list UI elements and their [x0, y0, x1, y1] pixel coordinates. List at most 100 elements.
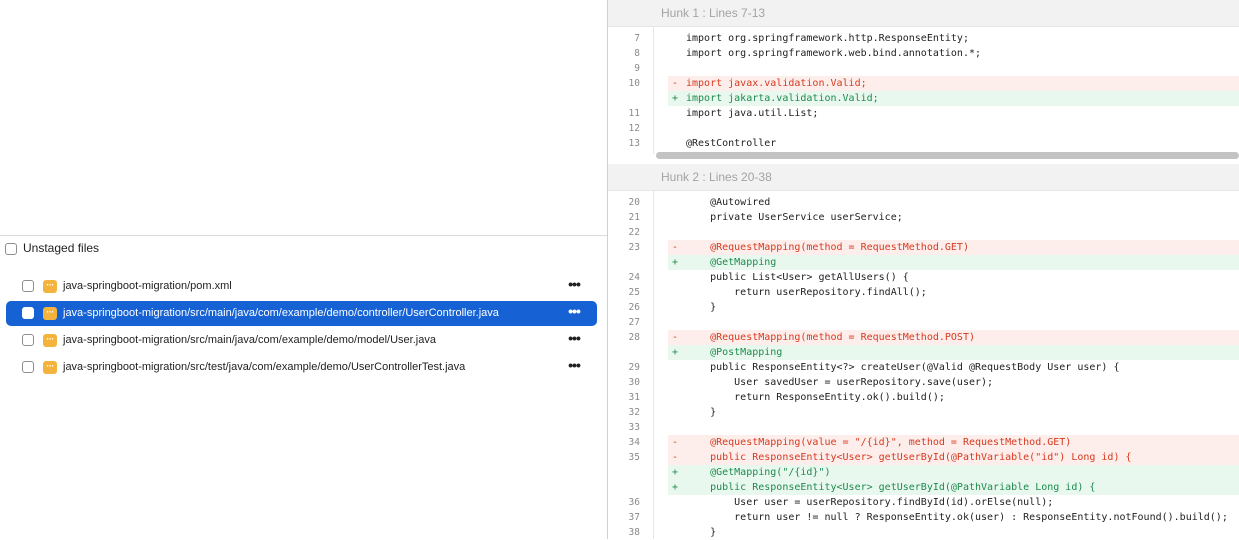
- diff-marker: +: [672, 257, 679, 268]
- hunk-header: Hunk 1 : Lines 7-13: [608, 0, 1239, 27]
- file-path: java-springboot-migration/src/test/java/…: [63, 361, 466, 373]
- file-checkbox[interactable]: [22, 334, 34, 346]
- line-number: 24: [628, 272, 640, 283]
- added-line[interactable]: + @GetMapping("/{id}"): [608, 465, 1239, 480]
- diff-marker: +: [672, 467, 679, 478]
- context-line[interactable]: 20 @Autowired: [608, 195, 1239, 210]
- diff-viewer[interactable]: Hunk 1 : Lines 7-13 7 import org.springfr…: [607, 0, 1239, 539]
- context-line[interactable]: 25 return userRepository.findAll();: [608, 285, 1239, 300]
- code-text: }: [686, 527, 717, 538]
- line-number: 26: [628, 302, 640, 313]
- line-highlight: [668, 345, 1239, 360]
- deleted-line[interactable]: 28- @RequestMapping(method = RequestMeth…: [608, 330, 1239, 345]
- line-number: 28: [628, 332, 640, 343]
- context-line[interactable]: 32 }: [608, 405, 1239, 420]
- code-text: }: [686, 302, 717, 313]
- context-line[interactable]: 8 import org.springframework.web.bind.ann…: [608, 46, 1239, 61]
- line-number: 34: [628, 437, 640, 448]
- code-text: return ResponseEntity.ok().build();: [686, 392, 945, 403]
- scrollbar-thumb[interactable]: [656, 152, 1239, 159]
- line-highlight: [668, 480, 1239, 495]
- code-text: @Autowired: [686, 197, 771, 208]
- line-number: 37: [628, 512, 640, 523]
- code-text: User user = userRepository.findById(id).…: [686, 497, 1054, 508]
- diff-marker: -: [672, 437, 679, 448]
- context-line[interactable]: 29 public ResponseEntity<?> createUser(@…: [608, 360, 1239, 375]
- hunk-body: 7 import org.springframework.http.Respons…: [608, 27, 1239, 154]
- line-number: 27: [628, 317, 640, 328]
- file-row[interactable]: ··· java-springboot-migration/src/test/ja…: [6, 355, 597, 380]
- code-text: @RestController: [686, 138, 777, 149]
- modified-file-icon: ···: [43, 361, 57, 374]
- deleted-line[interactable]: 35- public ResponseEntity<User> getUserB…: [608, 450, 1239, 465]
- line-number: 33: [628, 422, 640, 433]
- file-row[interactable]: ··· java-springboot-migration/src/main/ja…: [6, 328, 597, 353]
- context-line[interactable]: 13@RestController: [608, 136, 1239, 151]
- added-line[interactable]: + @GetMapping: [608, 255, 1239, 270]
- code-text: import org.springframework.http.Response…: [686, 33, 969, 44]
- more-options-icon[interactable]: •••: [568, 276, 581, 292]
- code-text: import javax.validation.Valid;: [686, 78, 867, 89]
- deleted-line[interactable]: 34- @RequestMapping(value = "/{id}", met…: [608, 435, 1239, 450]
- diff-marker: -: [672, 78, 679, 89]
- file-list: ···java-springboot-migration/pom.xml••• ·…: [6, 274, 597, 382]
- context-line[interactable]: 37 return user != null ? ResponseEntity.…: [608, 510, 1239, 525]
- line-number: 7: [634, 33, 640, 44]
- modified-file-icon: ···: [43, 334, 57, 347]
- line-highlight: [668, 240, 1239, 255]
- diff-marker: +: [672, 93, 679, 104]
- context-line[interactable]: 24 public List<User> getAllUsers() {: [608, 270, 1239, 285]
- horizontal-scrollbar[interactable]: [656, 150, 1239, 160]
- diff-marker: +: [672, 482, 679, 493]
- file-checkbox[interactable]: [22, 280, 34, 292]
- added-line[interactable]: + public ResponseEntity<User> getUserByI…: [608, 480, 1239, 495]
- context-line[interactable]: 12: [608, 121, 1239, 136]
- line-number: 29: [628, 362, 640, 373]
- file-row[interactable]: ···java-springboot-migration/src/main/ja…: [6, 301, 597, 326]
- file-checkbox[interactable]: [22, 307, 34, 319]
- deleted-line[interactable]: 23- @RequestMapping(method = RequestMeth…: [608, 240, 1239, 255]
- diff-marker: -: [672, 452, 679, 463]
- file-path: java-springboot-migration/src/main/java/…: [63, 334, 436, 346]
- context-line[interactable]: 26 }: [608, 300, 1239, 315]
- context-line[interactable]: 21 private UserService userService;: [608, 210, 1239, 225]
- line-number: 36: [628, 497, 640, 508]
- more-options-icon[interactable]: •••: [568, 303, 581, 319]
- line-highlight: [668, 76, 1239, 91]
- context-line[interactable]: 30 User savedUser = userRepository.save(…: [608, 375, 1239, 390]
- context-line[interactable]: 33: [608, 420, 1239, 435]
- file-row[interactable]: ···java-springboot-migration/pom.xml•••: [6, 274, 597, 299]
- more-options-icon[interactable]: •••: [568, 330, 581, 346]
- context-line[interactable]: 7 import org.springframework.http.Respons…: [608, 31, 1239, 46]
- context-line[interactable]: 38 }: [608, 525, 1239, 539]
- code-text: import org.springframework.web.bind.anno…: [686, 48, 982, 59]
- context-line[interactable]: 31 return ResponseEntity.ok().build();: [608, 390, 1239, 405]
- code-text: return user != null ? ResponseEntity.ok(…: [686, 512, 1228, 523]
- context-line[interactable]: 9: [608, 61, 1239, 76]
- code-text: @GetMapping: [686, 257, 777, 268]
- code-text: return userRepository.findAll();: [686, 287, 927, 298]
- line-number: 8: [634, 48, 640, 59]
- line-number: 10: [628, 78, 640, 89]
- file-checkbox[interactable]: [22, 361, 34, 373]
- context-line[interactable]: 22: [608, 225, 1239, 240]
- more-options-icon[interactable]: •••: [568, 357, 581, 373]
- line-number: 38: [628, 527, 640, 538]
- line-number: 23: [628, 242, 640, 253]
- line-number: 25: [628, 287, 640, 298]
- line-highlight: [668, 255, 1239, 270]
- deleted-line[interactable]: 10 -import javax.validation.Valid;: [608, 76, 1239, 91]
- added-line[interactable]: +import jakarta.validation.Valid;: [608, 91, 1239, 106]
- code-text: }: [686, 407, 717, 418]
- context-line[interactable]: 36 User user = userRepository.findById(i…: [608, 495, 1239, 510]
- code-text: public ResponseEntity<User> getUserById(…: [686, 482, 1096, 493]
- code-text: @PostMapping: [686, 347, 783, 358]
- context-line[interactable]: 27: [608, 315, 1239, 330]
- unstaged-select-all-checkbox[interactable]: [5, 243, 17, 255]
- added-line[interactable]: + @PostMapping: [608, 345, 1239, 360]
- line-number: 30: [628, 377, 640, 388]
- hunk-title: Hunk 2 : Lines 20-38: [661, 170, 772, 184]
- code-text: public List<User> getAllUsers() {: [686, 272, 909, 283]
